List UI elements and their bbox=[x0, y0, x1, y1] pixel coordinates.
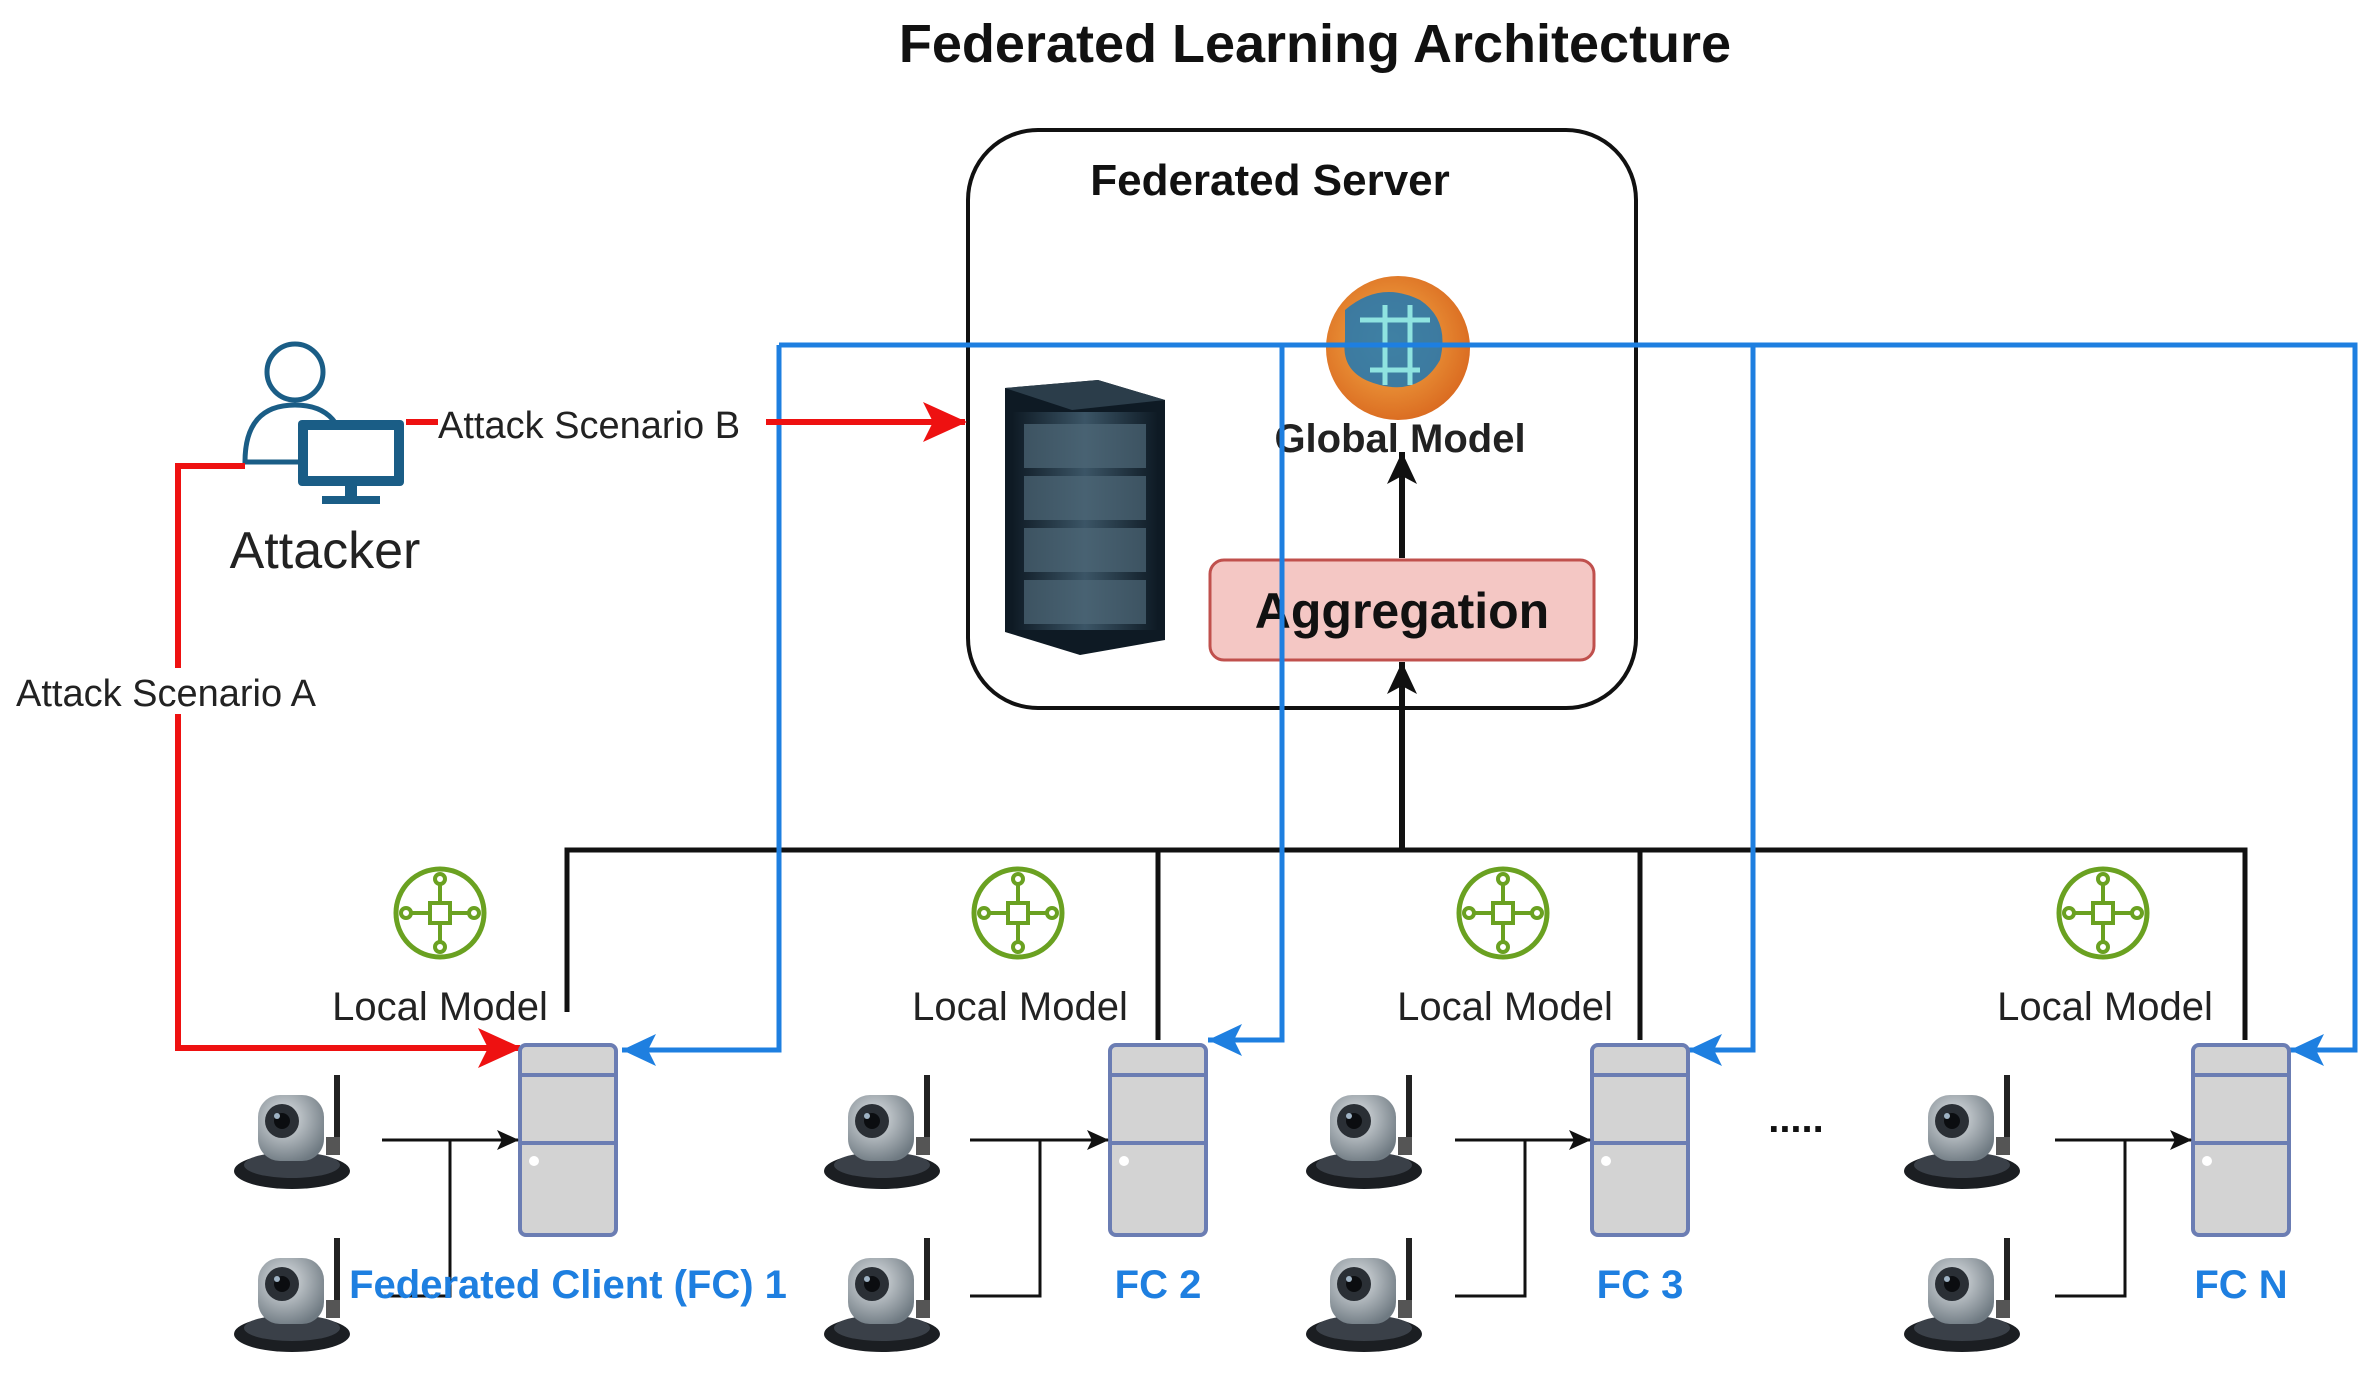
client-group-1: Local Model Federated Client (FC) 1 bbox=[234, 869, 787, 1352]
federated-server-title: Federated Server bbox=[1090, 156, 1450, 205]
local-update-bus bbox=[564, 847, 2248, 1040]
ip-camera-icon bbox=[1904, 1238, 2020, 1352]
attack-scenario-a-arrow bbox=[175, 463, 522, 1068]
client-label: Federated Client (FC) 1 bbox=[349, 1263, 787, 1307]
camera-link-line bbox=[2055, 1140, 2127, 1298]
camera-link-line bbox=[1455, 1140, 1527, 1298]
aggregation-label: Aggregation bbox=[1255, 583, 1549, 639]
model-node-icon bbox=[974, 869, 1062, 957]
attacker-label: Attacker bbox=[230, 522, 421, 580]
more-clients-ellipsis: ..... bbox=[1768, 1097, 1824, 1141]
model-node-icon bbox=[2059, 869, 2147, 957]
ip-camera-icon bbox=[1904, 1075, 2020, 1189]
ai-brain-globe-icon bbox=[1326, 276, 1470, 420]
local-model-label: Local Model bbox=[1997, 985, 2213, 1029]
tower-server-icon bbox=[518, 1043, 618, 1237]
local-model-label: Local Model bbox=[1397, 985, 1613, 1029]
attack-scenario-b-label-bg bbox=[438, 400, 766, 446]
client-label: FC 2 bbox=[1115, 1263, 1202, 1307]
ip-camera-icon bbox=[1306, 1238, 1422, 1352]
aggregation-box bbox=[1208, 558, 1596, 662]
client-group-3: Local Model FC 3 bbox=[1306, 869, 1690, 1352]
client-label: FC 3 bbox=[1597, 1263, 1684, 1307]
camera-link-line bbox=[382, 1140, 452, 1298]
attack-scenario-b-label: Attack Scenario B bbox=[438, 405, 740, 447]
client-group-n: Local Model FC N bbox=[1904, 869, 2291, 1352]
tower-server-icon bbox=[1590, 1043, 1690, 1237]
server-rack-icon bbox=[1005, 380, 1165, 655]
camera-link-line bbox=[970, 1140, 1042, 1298]
local-model-label: Local Model bbox=[912, 985, 1128, 1029]
model-node-icon bbox=[396, 869, 484, 957]
diagram-title: Federated Learning Architecture bbox=[899, 14, 1731, 74]
person-with-monitor-icon bbox=[242, 341, 404, 504]
ip-camera-icon bbox=[234, 1238, 350, 1352]
ip-camera-icon bbox=[824, 1238, 940, 1352]
ip-camera-icon bbox=[824, 1075, 940, 1189]
ip-camera-icon bbox=[1306, 1075, 1422, 1189]
model-node-icon bbox=[1459, 869, 1547, 957]
local-model-label: Local Model bbox=[332, 985, 548, 1029]
client-label: FC N bbox=[2194, 1263, 2287, 1307]
client-group-2: Local Model FC 2 bbox=[824, 869, 1208, 1352]
global-model-distribution-lines bbox=[622, 342, 2358, 1066]
tower-server-icon bbox=[2191, 1043, 2291, 1237]
ip-camera-icon bbox=[234, 1075, 350, 1189]
attack-scenario-a-label-bg bbox=[16, 668, 366, 714]
attack-scenario-a-label: Attack Scenario A bbox=[16, 673, 317, 715]
tower-server-icon bbox=[1108, 1043, 1208, 1237]
